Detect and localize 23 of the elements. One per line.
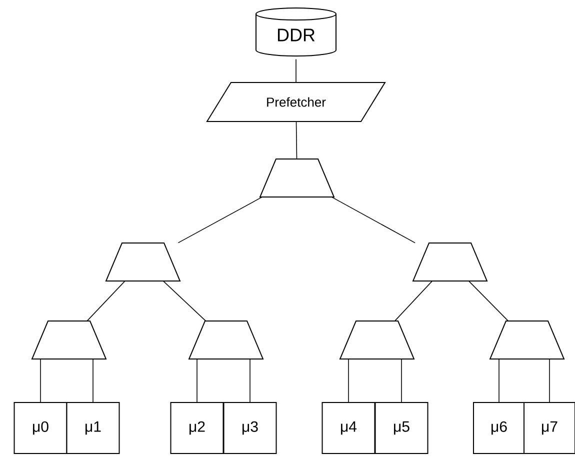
connector-line xyxy=(296,121,298,160)
connector-line xyxy=(86,280,126,322)
memory-box: μ0 xyxy=(14,402,68,454)
connector-line xyxy=(178,196,262,244)
connector-line xyxy=(92,358,94,402)
connector-line xyxy=(332,196,416,244)
connector-line xyxy=(401,358,402,402)
connector-line xyxy=(498,358,500,402)
memory-box: μ6 xyxy=(473,402,525,454)
connector-line xyxy=(468,280,508,322)
memory-box: μ3 xyxy=(223,402,277,454)
connector-line xyxy=(40,358,41,402)
memory-box: μ5 xyxy=(374,402,428,454)
connector-line xyxy=(196,358,198,402)
memory-box: μ4 xyxy=(322,402,376,454)
memory-box: μ7 xyxy=(524,402,575,454)
connector-line xyxy=(394,280,432,322)
connector-line xyxy=(163,280,206,322)
memory-box: μ1 xyxy=(66,402,120,454)
memory-cylinder: DDR xyxy=(256,8,336,56)
connector-line xyxy=(549,358,550,402)
memory-box: μ2 xyxy=(170,402,224,454)
connector-line xyxy=(348,358,349,402)
